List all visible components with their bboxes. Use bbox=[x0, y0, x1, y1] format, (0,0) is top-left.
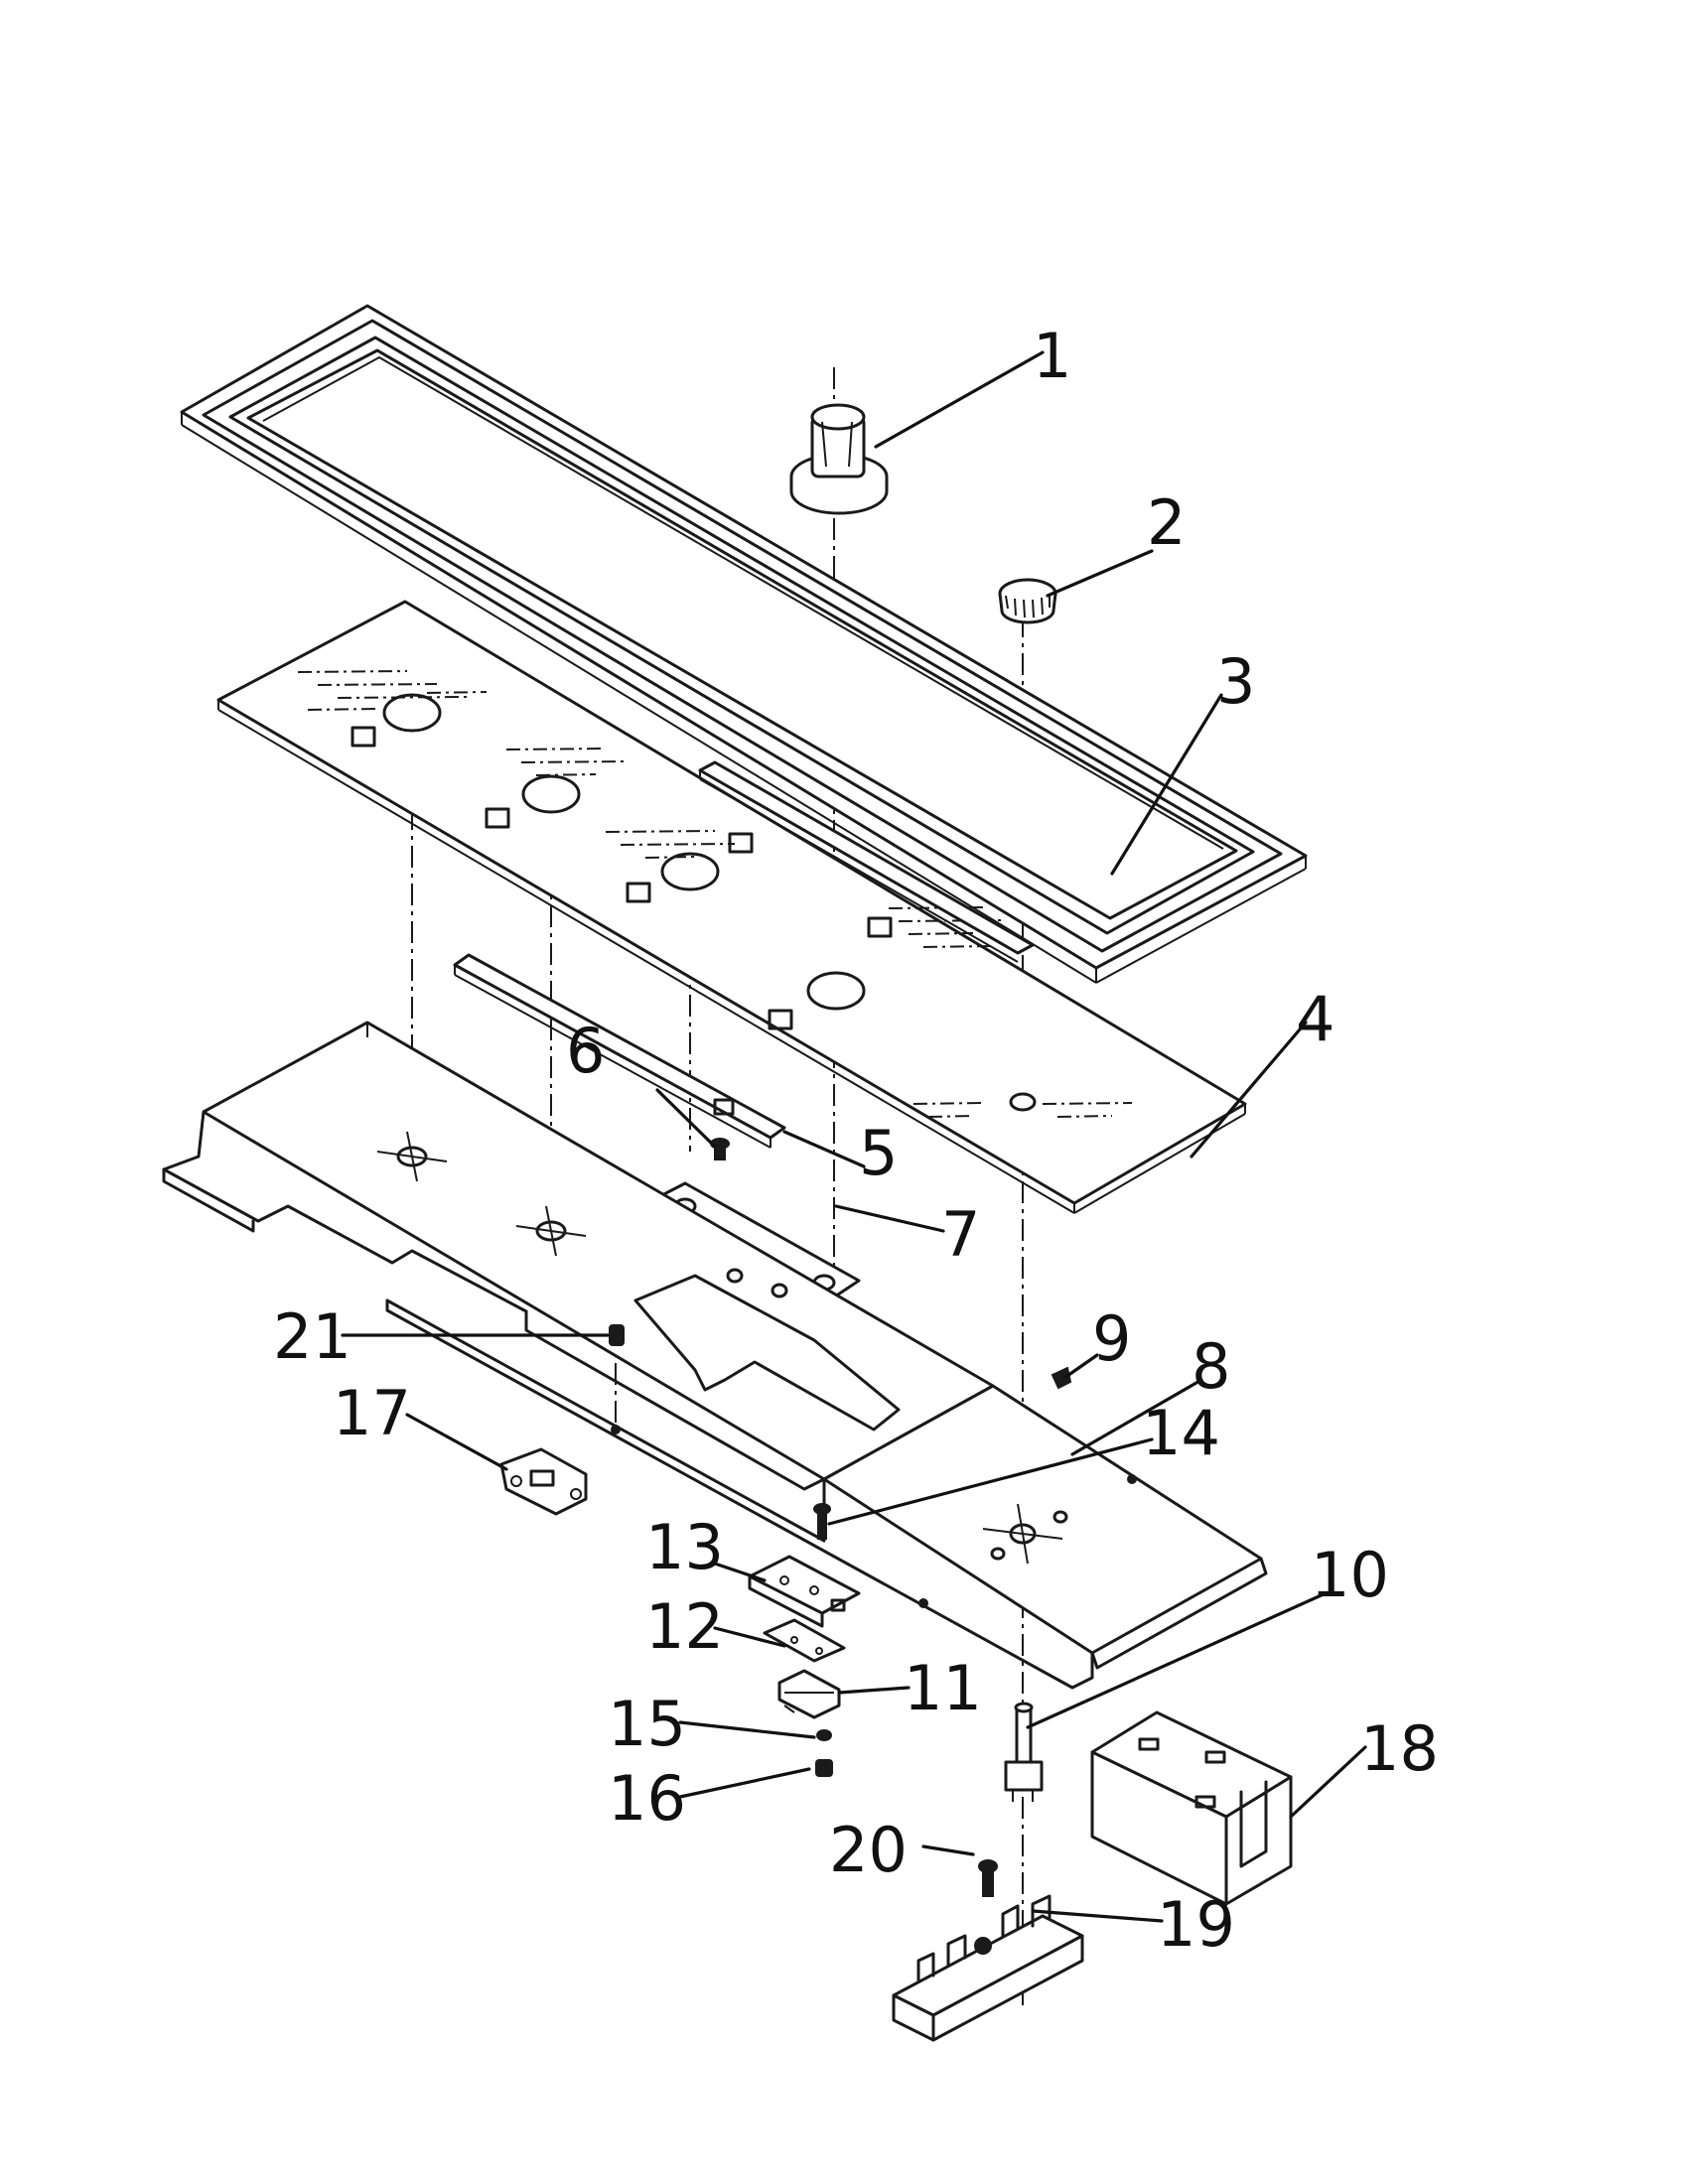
callout-4: 4 bbox=[1296, 983, 1334, 1055]
callout-6: 6 bbox=[566, 1015, 605, 1087]
screw-20 bbox=[978, 1859, 998, 1897]
callout-labels: 1 2 3 4 5 6 7 8 9 10 11 12 13 14 15 16 1… bbox=[273, 320, 1439, 1961]
callout-14: 14 bbox=[1142, 1397, 1220, 1469]
callout-7: 7 bbox=[941, 1198, 980, 1271]
indicator-cap bbox=[998, 578, 1057, 624]
insulator bbox=[763, 1618, 846, 1663]
screw bbox=[710, 1138, 730, 1160]
screw-14 bbox=[813, 1503, 831, 1540]
callout-17: 17 bbox=[333, 1377, 411, 1449]
trim-frame bbox=[180, 304, 1308, 984]
callout-12: 12 bbox=[645, 1590, 724, 1663]
callout-10: 10 bbox=[1311, 1539, 1389, 1611]
callout-2: 2 bbox=[1147, 486, 1186, 559]
washer bbox=[816, 1729, 832, 1741]
callout-9: 9 bbox=[1092, 1302, 1131, 1375]
switch-bracket bbox=[748, 1555, 861, 1628]
callout-1: 1 bbox=[1033, 320, 1071, 392]
panel-graphics bbox=[297, 670, 1133, 1118]
callout-8: 8 bbox=[1192, 1330, 1230, 1403]
callout-11: 11 bbox=[904, 1652, 982, 1724]
switch-plate bbox=[499, 1447, 588, 1516]
callout-15: 15 bbox=[608, 1688, 686, 1760]
clip bbox=[1051, 1366, 1072, 1390]
callout-21: 21 bbox=[273, 1300, 351, 1373]
terminal-block bbox=[892, 1894, 1084, 2042]
leader-lines bbox=[341, 350, 1367, 1923]
control-panel bbox=[216, 600, 1247, 1214]
callout-13: 13 bbox=[645, 1511, 724, 1583]
callout-5: 5 bbox=[859, 1117, 898, 1189]
nut bbox=[609, 1324, 625, 1346]
terminal-pin bbox=[1004, 1702, 1044, 1802]
switch bbox=[777, 1669, 841, 1719]
control-knob bbox=[789, 403, 889, 515]
callout-16: 16 bbox=[608, 1762, 686, 1835]
transformer-box bbox=[1090, 1710, 1293, 1906]
callout-20: 20 bbox=[829, 1814, 908, 1886]
callout-3: 3 bbox=[1216, 645, 1255, 718]
chassis-tray bbox=[162, 1021, 1268, 1690]
hex-nut bbox=[815, 1759, 833, 1777]
callout-19: 19 bbox=[1157, 1888, 1235, 1961]
bracket-rail bbox=[453, 953, 786, 1149]
callout-18: 18 bbox=[1360, 1712, 1439, 1785]
